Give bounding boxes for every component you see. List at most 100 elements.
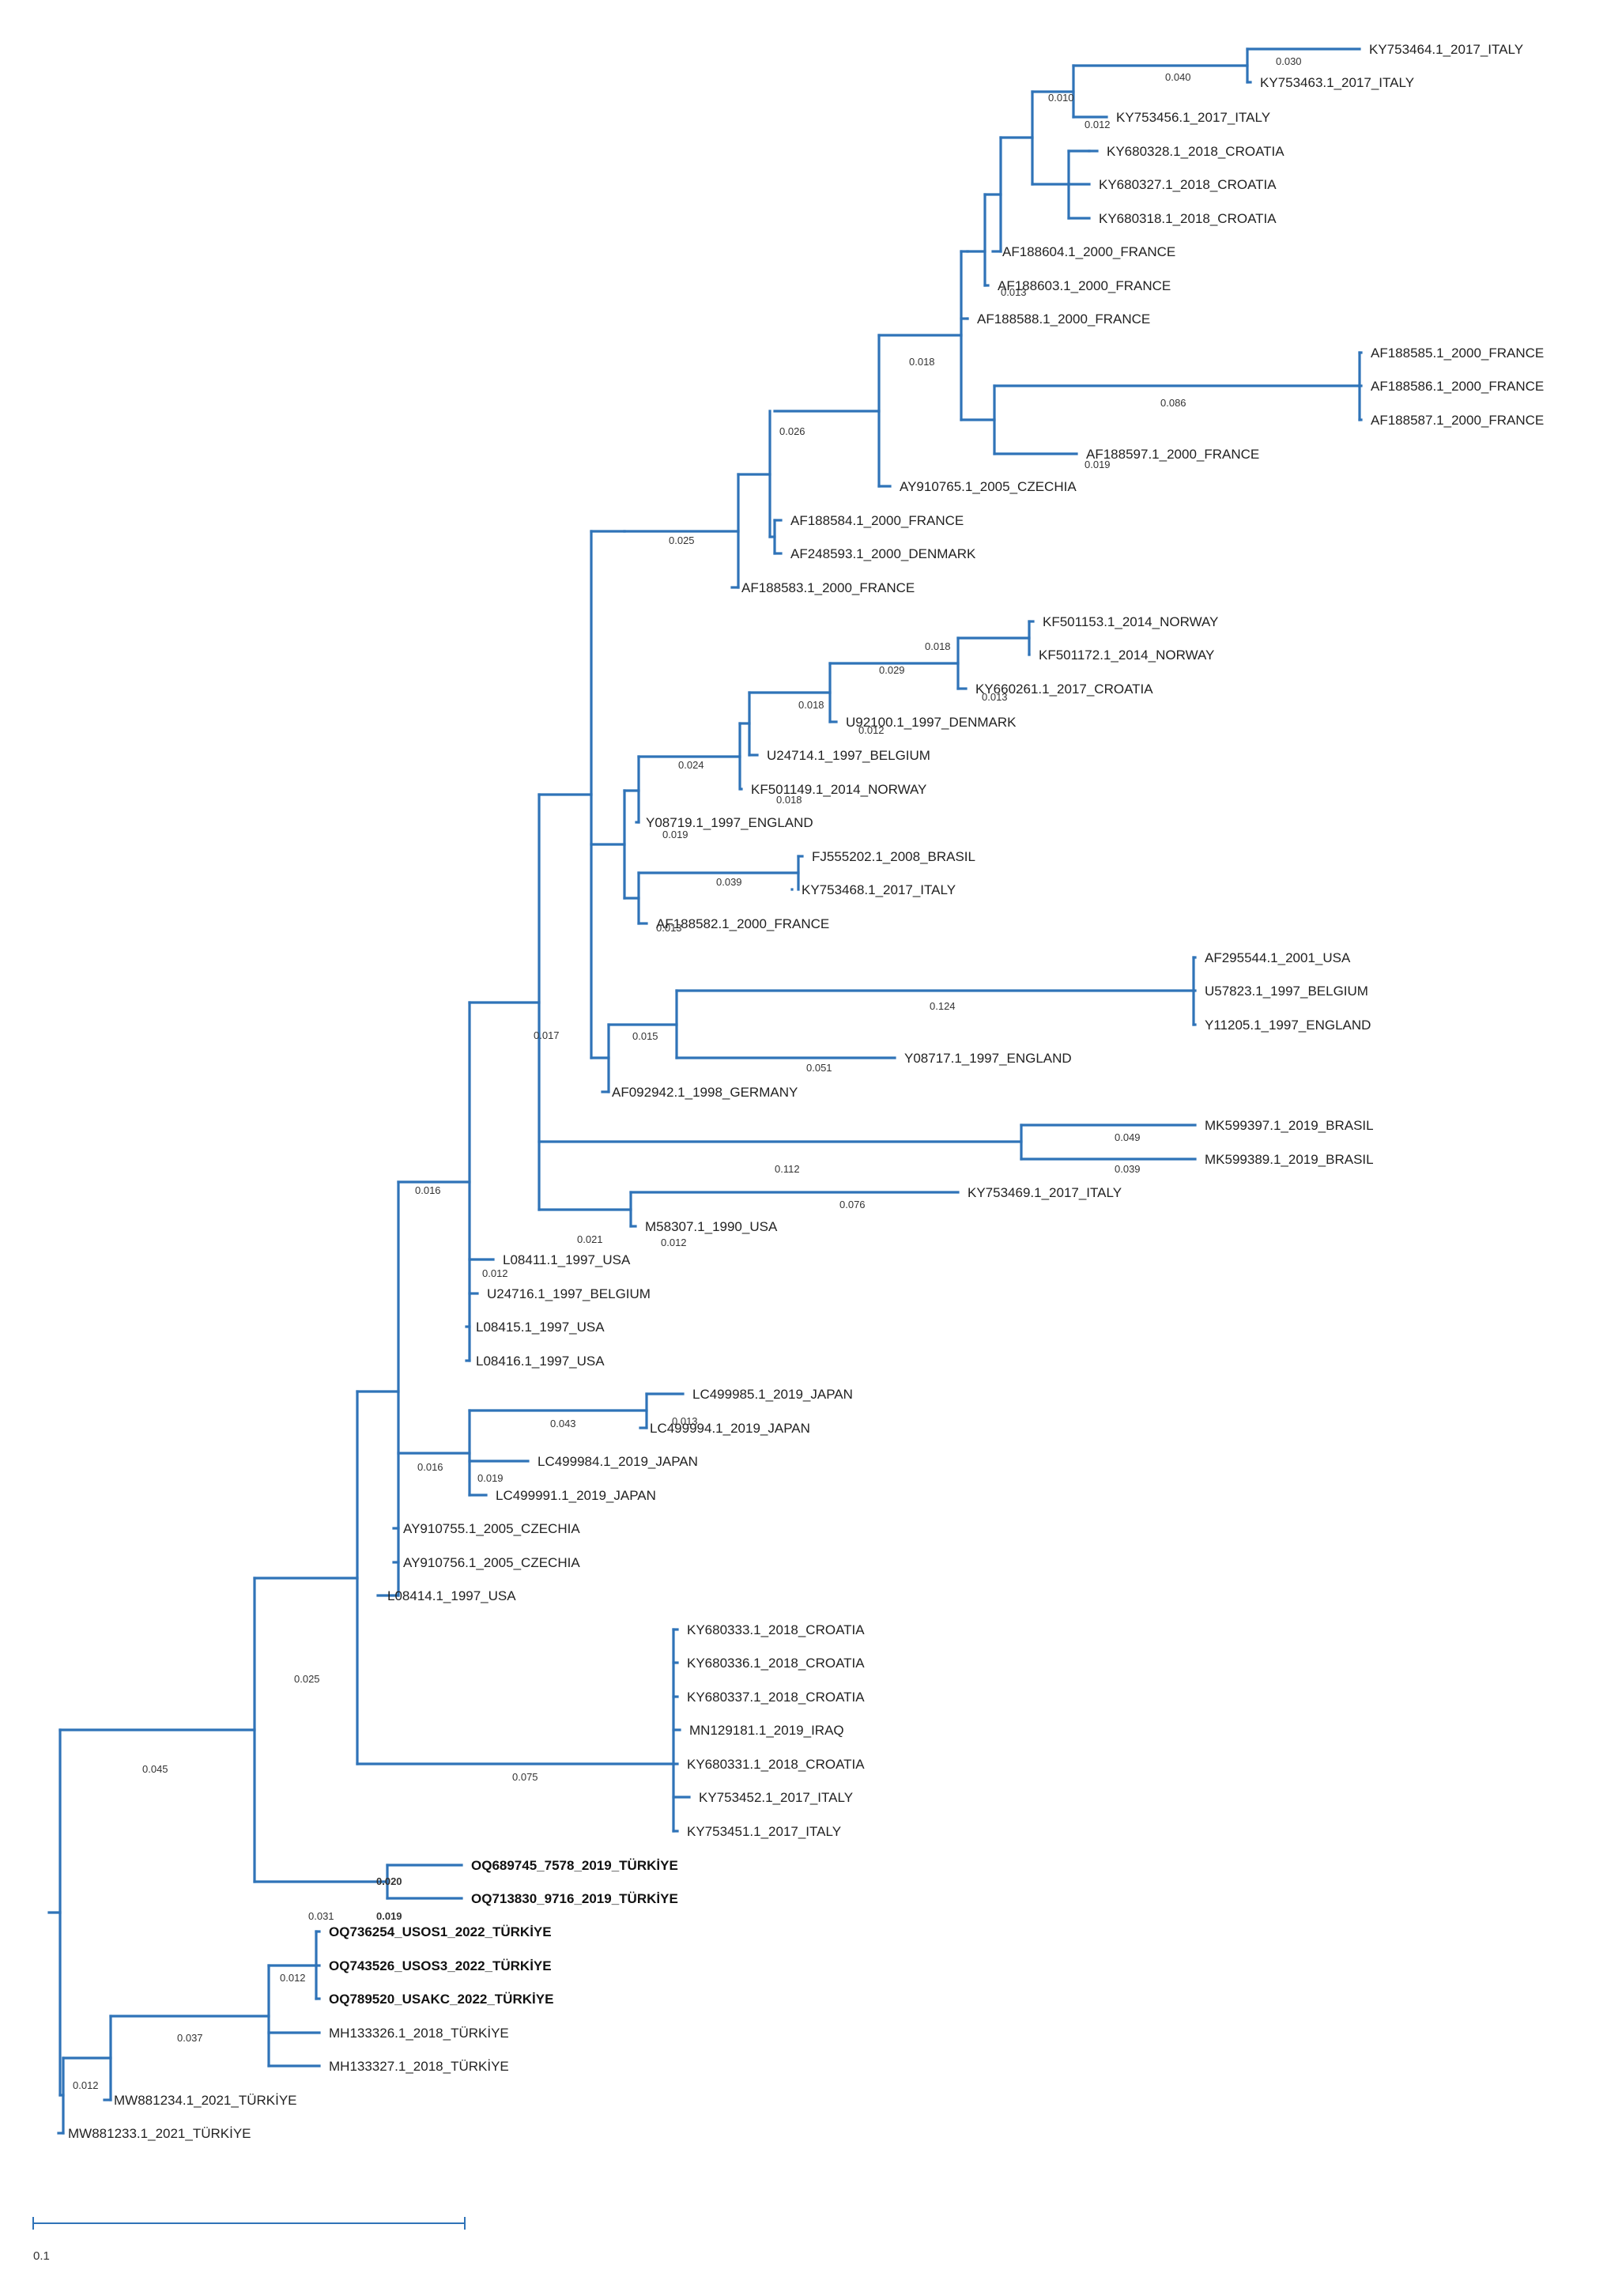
branch-length-label: 0.049 xyxy=(1115,1131,1141,1143)
leaf-label: L08414.1_1997_USA xyxy=(387,1588,516,1603)
leaf-label: MH133326.1_2018_TÜRKİYE xyxy=(329,2026,509,2041)
leaf-label: AF188587.1_2000_FRANCE xyxy=(1371,413,1544,428)
branch-length-label: 0.019 xyxy=(1085,459,1111,470)
branch-length-label: 0.020 xyxy=(376,1875,402,1887)
leaf-label: Y08717.1_1997_ENGLAND xyxy=(904,1051,1072,1066)
branch-length-label: 0.039 xyxy=(716,876,742,888)
leaf-label: AF188584.1_2000_FRANCE xyxy=(790,513,964,528)
leaf-label: KY753456.1_2017_ITALY xyxy=(1116,110,1270,125)
leaf-label: KY680336.1_2018_CROATIA xyxy=(687,1656,865,1671)
branch-length-label: 0.024 xyxy=(678,759,704,771)
branch-length-label: 0.051 xyxy=(806,1062,832,1074)
branch-length-label: 0.025 xyxy=(294,1673,320,1685)
branch-length-label: 0.037 xyxy=(177,2032,203,2044)
leaf-label: AY910765.1_2005_CZECHIA xyxy=(900,479,1077,494)
branch-length-label: 0.040 xyxy=(1165,71,1191,83)
leaf-label: KY680331.1_2018_CROATIA xyxy=(687,1757,865,1772)
leaf-label: L08411.1_1997_USA xyxy=(503,1252,631,1267)
branch-length-label: 0.019 xyxy=(662,829,688,840)
branch-length-label: 0.017 xyxy=(534,1029,560,1041)
branch-length-label: 0.013 xyxy=(982,691,1008,703)
leaf-label: KY753468.1_2017_ITALY xyxy=(802,882,956,897)
leaf-label: LC499991.1_2019_JAPAN xyxy=(496,1488,656,1503)
leaf-label: FJ555202.1_2008_BRASIL xyxy=(812,849,975,864)
branch-length-label: 0.012 xyxy=(280,1972,306,1984)
leaf-label: KY753464.1_2017_ITALY xyxy=(1369,42,1523,57)
leaf-label: MK599389.1_2019_BRASIL xyxy=(1205,1152,1374,1167)
leaf-label: MK599397.1_2019_BRASIL xyxy=(1205,1118,1374,1133)
leaf-label: KY680333.1_2018_CROATIA xyxy=(687,1622,865,1637)
branch-length-label: 0.031 xyxy=(308,1910,334,1922)
branch-length-label: 0.026 xyxy=(779,425,805,437)
leaf-label: AF188604.1_2000_FRANCE xyxy=(1002,244,1175,259)
branch-length-label: 0.039 xyxy=(1115,1163,1141,1175)
branch-length-label: 0.045 xyxy=(142,1763,168,1775)
leaf-label: LC499994.1_2019_JAPAN xyxy=(650,1421,810,1436)
branch-length-label: 0.018 xyxy=(798,699,824,711)
branch-length-label: 0.029 xyxy=(879,664,905,676)
leaf-label: AY910755.1_2005_CZECHIA xyxy=(403,1521,580,1536)
branch-length-label: 0.025 xyxy=(669,534,695,546)
leaf-label: AF295544.1_2001_USA xyxy=(1205,950,1351,965)
leaf-label: AF188582.1_2000_FRANCE xyxy=(656,916,829,931)
leaf-label: KY680318.1_2018_CROATIA xyxy=(1099,211,1277,226)
leaf-label: AF188586.1_2000_FRANCE xyxy=(1371,379,1544,394)
branch-length-label: 0.013 xyxy=(672,1415,698,1427)
tree-branches xyxy=(47,47,1363,2135)
leaf-label: MW881233.1_2021_TÜRKİYE xyxy=(68,2126,251,2141)
leaf-label: Y08719.1_1997_ENGLAND xyxy=(646,815,813,830)
branch-length-label: 0.018 xyxy=(776,794,802,806)
leaf-label: U92100.1_1997_DENMARK xyxy=(846,715,1017,730)
branch-length-label: 0.012 xyxy=(858,724,885,736)
leaf-label: Y11205.1_1997_ENGLAND xyxy=(1205,1018,1371,1033)
leaf-label: U57823.1_1997_BELGIUM xyxy=(1205,984,1368,999)
leaf-label: AF188603.1_2000_FRANCE xyxy=(998,278,1171,293)
branch-length-label: 0.112 xyxy=(775,1163,800,1175)
leaf-label: U24716.1_1997_BELGIUM xyxy=(487,1286,651,1301)
leaf-label: AF188583.1_2000_FRANCE xyxy=(741,580,915,595)
branch-length-label: 0.030 xyxy=(1276,55,1302,67)
leaf-label: KY680337.1_2018_CROATIA xyxy=(687,1690,865,1705)
branch-length-label: 0.016 xyxy=(415,1184,441,1196)
leaf-label: AF188597.1_2000_FRANCE xyxy=(1086,447,1259,462)
branch-length-label: 0.021 xyxy=(577,1233,603,1245)
branch-length-label: 0.013 xyxy=(1001,286,1027,298)
branch-length-label: 0.019 xyxy=(376,1910,402,1922)
leaf-label: AF188588.1_2000_FRANCE xyxy=(977,312,1150,327)
branch-length-label: 0.018 xyxy=(909,356,935,368)
branch-length-label: 0.012 xyxy=(661,1237,687,1248)
leaf-label: KF501149.1_2014_NORWAY xyxy=(751,782,926,797)
leaf-label: OQ689745_7578_2019_TÜRKİYE xyxy=(471,1858,678,1873)
leaf-label: AF092942.1_1998_GERMANY xyxy=(612,1085,798,1100)
branch-length-label: 0.124 xyxy=(930,1000,956,1012)
leaf-label: KY753463.1_2017_ITALY xyxy=(1260,75,1414,90)
leaf-label: LC499984.1_2019_JAPAN xyxy=(538,1454,698,1469)
leaf-label: AY910756.1_2005_CZECHIA xyxy=(403,1555,580,1570)
leaf-label: AF188585.1_2000_FRANCE xyxy=(1371,346,1544,361)
leaf-label: LC499985.1_2019_JAPAN xyxy=(692,1387,853,1402)
leaf-label: KY753451.1_2017_ITALY xyxy=(687,1824,841,1839)
leaf-label: KY660261.1_2017_CROATIA xyxy=(975,682,1153,697)
branch-length-label: 0.086 xyxy=(1160,397,1186,409)
leaf-label: OQ736254_USOS1_2022_TÜRKİYE xyxy=(329,1924,552,1939)
leaf-label: OQ789520_USAKC_2022_TÜRKİYE xyxy=(329,1992,553,2007)
leaf-label: OQ713830_9716_2019_TÜRKİYE xyxy=(471,1891,678,1906)
leaf-label: KY753452.1_2017_ITALY xyxy=(699,1790,853,1805)
leaf-label: MN129181.1_2019_IRAQ xyxy=(689,1723,844,1738)
leaf-label: KF501153.1_2014_NORWAY xyxy=(1043,614,1218,629)
leaf-label: M58307.1_1990_USA xyxy=(645,1219,778,1234)
leaf-label: KY680327.1_2018_CROATIA xyxy=(1099,177,1277,192)
leaf-label: U24714.1_1997_BELGIUM xyxy=(767,748,930,763)
branch-length-label: 0.012 xyxy=(73,2079,99,2091)
leaf-label: KY680328.1_2018_CROATIA xyxy=(1107,144,1284,159)
branch-length-labels: 0.0300.0400.0100.0120.0130.0180.0860.019… xyxy=(73,55,1302,2091)
leaf-label: OQ743526_USOS3_2022_TÜRKİYE xyxy=(329,1958,552,1973)
branch-length-label: 0.043 xyxy=(550,1418,576,1429)
branch-length-label: 0.012 xyxy=(482,1267,508,1279)
leaf-label: L08416.1_1997_USA xyxy=(476,1354,605,1369)
branch-length-label: 0.015 xyxy=(632,1030,658,1042)
leaf-label: KF501172.1_2014_NORWAY xyxy=(1039,648,1214,663)
leaf-label: KY753469.1_2017_ITALY xyxy=(968,1185,1122,1200)
leaf-label: MW881234.1_2021_TÜRKİYE xyxy=(114,2093,297,2108)
branch-length-label: 0.012 xyxy=(1085,119,1111,130)
